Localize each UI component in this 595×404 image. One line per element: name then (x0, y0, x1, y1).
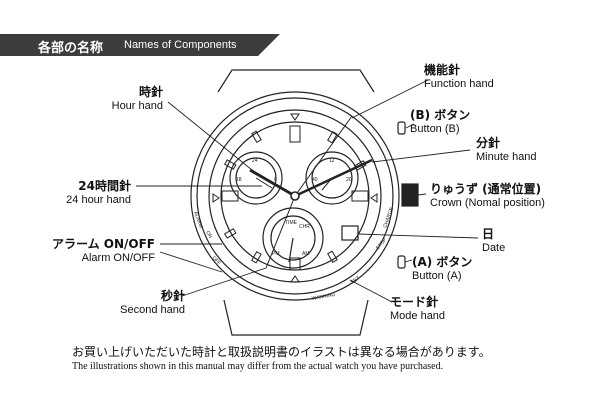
function-hand-shape (294, 115, 353, 197)
label-button-a: (A) ボタン Button (A) (412, 255, 473, 282)
dial-24: 24 (252, 158, 258, 164)
dial-20: 20 (346, 177, 352, 183)
button-a-en: Button (A) (412, 269, 462, 282)
label-mode-hand: モード針 Mode hand (390, 295, 446, 322)
dial-6: 6 (274, 177, 277, 183)
hour-hand-jp: 時針 (138, 85, 163, 99)
leader-lines (136, 79, 479, 303)
bezel-charge: CHARGE (382, 206, 395, 229)
dial-40: 40 (312, 177, 318, 183)
date-en: Date (482, 241, 506, 254)
subdial-24h (229, 151, 283, 205)
dial-time: TIME (285, 220, 298, 226)
dial-pm: PM (272, 251, 280, 257)
crown-en: Crown (Nomal position) (430, 196, 545, 209)
alarm-en: Alarm ON/OFF (81, 251, 155, 264)
dial-18: 18 (236, 177, 242, 183)
dial-am: AM (302, 251, 310, 257)
disclaimer-en: The illustrations shown in this manual m… (72, 361, 444, 372)
button-b-jp: (B) ボタン (410, 108, 471, 122)
bezel-warning: WARNING (311, 292, 336, 302)
mode-hand-shape (288, 237, 294, 263)
watch-case (190, 91, 400, 301)
section-title-jp: 各部の名称 (38, 41, 104, 56)
second-hand-shape (265, 195, 296, 269)
label-minute-hand: 分針 Minute hand (476, 136, 537, 163)
subdial-mode (262, 207, 324, 269)
minute-hand-jp: 分針 (476, 136, 501, 150)
section-header-bar (0, 34, 258, 56)
disclaimer-jp: お買い上げいただいた時計と取扱説明書のイラストは異なる場合があります。 (72, 345, 491, 359)
label-function-hand: 機能針 Function hand (424, 63, 494, 90)
hour24-hand-shape (255, 177, 273, 189)
section-header-slant (258, 34, 280, 56)
bezel-off: OFF (211, 255, 222, 266)
button-a-shape (397, 255, 406, 269)
minute-hand-shape (294, 158, 373, 198)
section-title-en: Names of Components (124, 39, 237, 51)
label-alarm-on-off: アラーム ON/OFF Alarm ON/OFF (51, 237, 155, 264)
bezel-outer (196, 97, 394, 295)
lower-lug (223, 299, 369, 336)
upper-lug (217, 69, 375, 93)
button-b-shape (397, 121, 406, 135)
label-button-b: (B) ボタン Button (B) (410, 108, 471, 135)
function-hand-en: Function hand (424, 77, 494, 90)
bezel-on: ON (204, 230, 213, 240)
date-jp: 日 (482, 227, 495, 241)
crown-shape (401, 183, 419, 207)
bezel-alarm: ALARM (192, 211, 204, 229)
label-crown: りゅうず (通常位置) Crown (Nomal position) (430, 182, 545, 209)
date-window (341, 225, 359, 241)
minute-hand-en: Minute hand (476, 150, 537, 163)
second-hand-jp: 秒針 (160, 289, 185, 303)
crown-jp: りゅうず (通常位置) (430, 182, 542, 196)
label-date: 日 Date (482, 227, 506, 254)
mode-hand-jp: モード針 (390, 295, 439, 309)
button-b-en: Button (B) (410, 122, 460, 135)
mode-hand-en: Mode hand (390, 309, 446, 322)
button-a-jp: (A) ボタン (412, 255, 473, 269)
label-second-hand: 秒針 Second hand (120, 289, 185, 316)
subdial-minute (305, 151, 359, 205)
hour24-hand-en: 24 hour hand (66, 193, 131, 206)
bezel-stop: STOP (375, 237, 389, 252)
second-hand-en: Second hand (120, 303, 185, 316)
function-hand-jp: 機能針 (424, 63, 461, 77)
dial-12: 12 (329, 158, 335, 164)
hour24-hand-jp: 24時間針 (78, 179, 131, 193)
dial-chr: CHR (299, 224, 310, 230)
alarm-jp: アラーム ON/OFF (51, 237, 155, 251)
label-hour-hand: 時針 Hour hand (111, 85, 163, 112)
label-24-hour-hand: 24時間針 24 hour hand (66, 179, 131, 206)
hour-hand-shape (249, 168, 296, 198)
bezel-set: SET (350, 275, 361, 285)
hour-hand-en: Hour hand (111, 99, 163, 112)
